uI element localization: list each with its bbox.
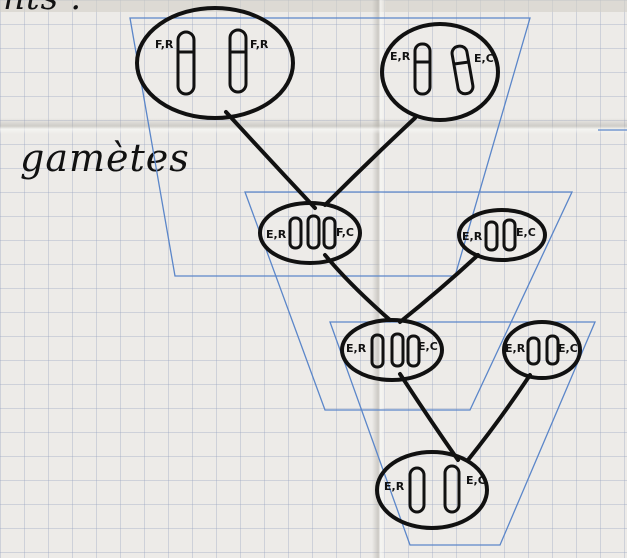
allele-label: E,C xyxy=(558,342,578,355)
chromosome xyxy=(228,28,248,94)
allele-label: F,R xyxy=(155,38,174,51)
cell-f2-left xyxy=(340,318,444,382)
cell-f1-left xyxy=(258,201,362,265)
cell-outlines xyxy=(135,6,582,530)
cell-parent-left xyxy=(135,6,295,120)
chromosome xyxy=(306,214,321,250)
chromosome xyxy=(443,464,461,514)
trapezoid-lower xyxy=(329,321,596,546)
allele-label: E,C xyxy=(474,52,494,65)
cell-bottom xyxy=(375,450,489,530)
chromosome xyxy=(370,333,385,369)
chromosome xyxy=(413,42,432,96)
line-f2-left-to-bottom xyxy=(398,372,460,462)
line-parent-left-to-f1 xyxy=(224,110,317,210)
line-parent-right-to-f1 xyxy=(323,116,417,207)
chromosome xyxy=(322,216,337,250)
chromosome xyxy=(408,466,426,514)
cell-f1-right xyxy=(457,208,547,262)
allele-label: E,R xyxy=(390,50,411,63)
allele-label: E,C xyxy=(418,340,438,353)
lineage-lines xyxy=(224,110,532,462)
allele-label: F,C xyxy=(336,226,354,239)
chromosome xyxy=(176,30,196,96)
chromosome xyxy=(450,44,475,96)
chromosome xyxy=(288,216,303,250)
top-cropped-text: ents : xyxy=(0,0,83,18)
allele-label: E,R xyxy=(505,342,526,355)
allele-label: E,R xyxy=(462,230,483,243)
top-shadow xyxy=(0,0,627,12)
paper-fold-horizontal xyxy=(0,118,627,134)
allele-label: E,R xyxy=(384,480,405,493)
trapezoid-guides xyxy=(129,17,627,546)
cell-f2-right xyxy=(502,320,582,380)
line-f1-left-to-f2 xyxy=(323,253,392,322)
line-f2-right-to-bottom xyxy=(466,373,532,462)
chromosome xyxy=(545,334,560,366)
allele-label: E,R xyxy=(346,342,367,355)
allele-label: E,C xyxy=(466,474,486,487)
chromosome xyxy=(502,218,517,252)
gametes-label: gamètes xyxy=(20,136,190,180)
chromosomes xyxy=(176,28,560,514)
allele-labels: F,R F,R E,R E,C E,R F,C E,R E,C E,R E,C … xyxy=(155,38,578,493)
chromosome xyxy=(484,220,499,252)
trapezoid-middle xyxy=(244,191,574,411)
allele-label: F,R xyxy=(250,38,269,51)
chromosome xyxy=(406,334,421,368)
allele-label: E,R xyxy=(266,228,287,241)
line-f1-right-to-f2 xyxy=(398,253,480,324)
chromosome xyxy=(390,332,405,368)
paper-fold-vertical xyxy=(372,0,386,558)
cell-parent-right xyxy=(380,22,500,122)
chromosome xyxy=(526,336,541,366)
allele-label: E,C xyxy=(516,226,536,239)
